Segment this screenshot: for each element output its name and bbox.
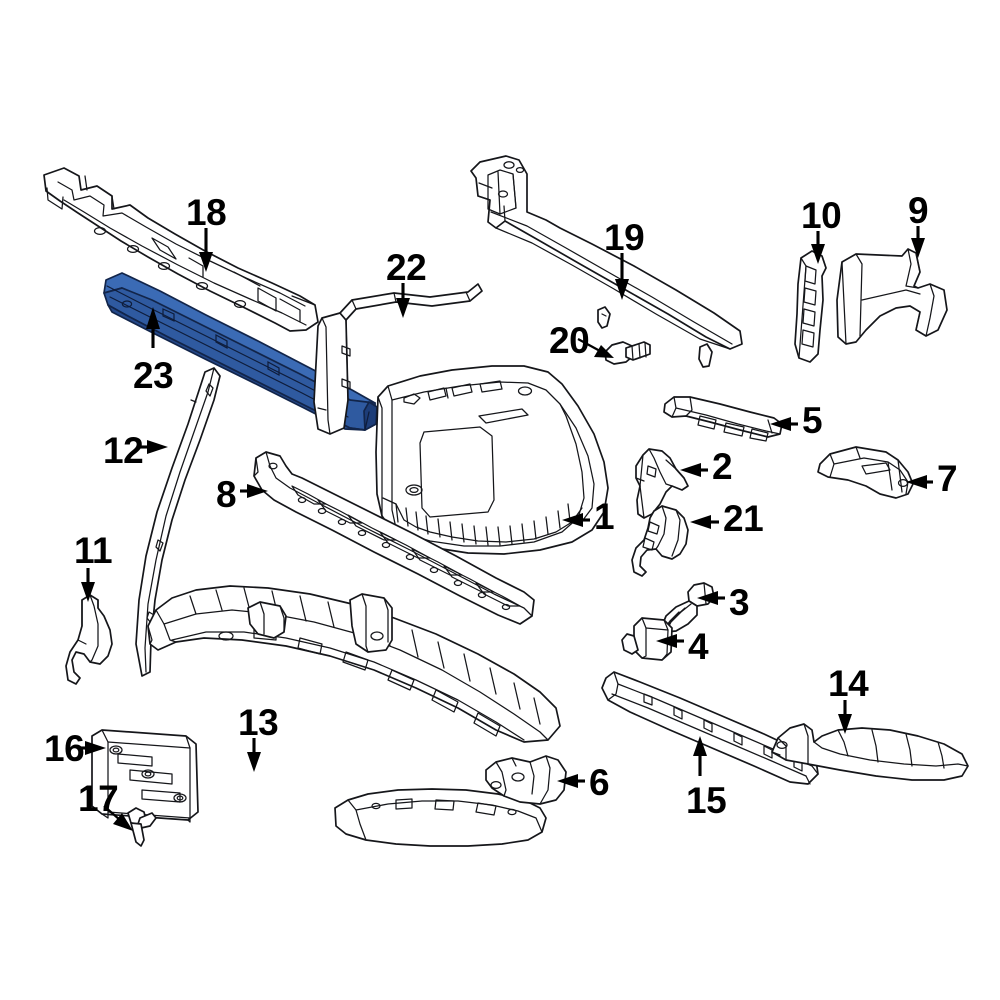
part-15-molding-strip	[601, 671, 819, 785]
callout-number-15[interactable]: 15	[686, 780, 727, 821]
callout-number-3[interactable]: 3	[729, 582, 750, 623]
callout-number-20[interactable]: 20	[549, 320, 590, 361]
part-21-ribbed-bracket	[631, 505, 689, 577]
part-18-impact-bar	[43, 167, 319, 332]
callout-number-17[interactable]: 17	[78, 778, 119, 819]
callout-number-7[interactable]: 7	[937, 458, 958, 499]
callout-number-9[interactable]: 9	[908, 190, 929, 231]
leader-lines	[78, 226, 933, 831]
part-13-lower-frame	[147, 585, 561, 847]
callout-number-16[interactable]: 16	[44, 728, 85, 769]
part-9-curved-bracket	[836, 248, 948, 345]
part-7-angled-bracket	[817, 446, 914, 499]
callout-number-2[interactable]: 2	[712, 446, 733, 487]
callout-number-1[interactable]: 1	[594, 496, 615, 537]
part-14-air-deflector	[771, 723, 969, 781]
part-16-license-plate-bracket	[91, 729, 199, 823]
part-23-highlighted-beam	[103, 272, 378, 431]
callout-number-10[interactable]: 10	[801, 195, 842, 236]
part-5-retainer-strip	[663, 396, 783, 442]
part-4-retaining-clip	[621, 617, 673, 661]
part-8-grille-trim	[253, 451, 535, 625]
callout-number-14[interactable]: 14	[828, 663, 869, 704]
callout-number-22[interactable]: 22	[386, 247, 427, 288]
part-17-push-pin	[127, 807, 157, 847]
part-1-bumper-cover-corner	[375, 365, 609, 555]
callout-number-12[interactable]: 12	[103, 430, 144, 471]
part-20-bolt	[604, 341, 651, 365]
callout-number-13[interactable]: 13	[238, 702, 279, 743]
callout-number-19[interactable]: 19	[604, 217, 645, 258]
part-11-corner-bracket	[65, 594, 113, 685]
part-10-ribbed-bracket	[794, 250, 827, 363]
callout-number-21[interactable]: 21	[723, 498, 764, 539]
callout-number-11[interactable]: 11	[74, 530, 113, 571]
callout-number-8[interactable]: 8	[216, 474, 237, 515]
callout-number-4[interactable]: 4	[688, 626, 709, 667]
part-22-side-bracket	[313, 283, 483, 435]
callout-number-6[interactable]: 6	[589, 762, 610, 803]
part-19-impact-beam	[470, 155, 743, 368]
part-2-small-bracket	[635, 448, 689, 519]
callout-number-5[interactable]: 5	[802, 400, 823, 441]
callout-number-18[interactable]: 18	[186, 192, 227, 233]
part-6-lower-bracket	[485, 755, 567, 805]
callout-number-23[interactable]: 23	[133, 355, 174, 396]
